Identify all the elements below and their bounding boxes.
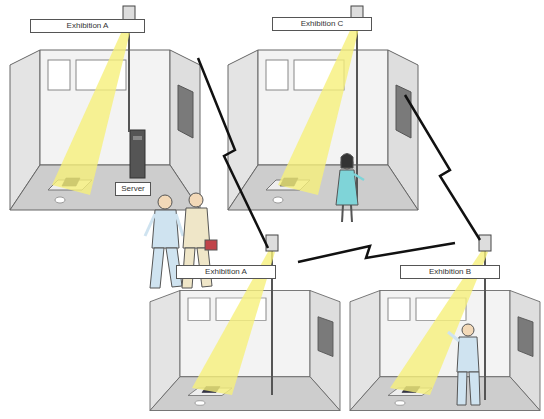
exhibition-sign: Exhibition B	[400, 265, 500, 279]
exhibition-sign: Exhibition A	[30, 19, 145, 33]
server-detail	[133, 136, 142, 140]
projector	[266, 235, 278, 251]
projector	[479, 235, 491, 251]
server-tower	[130, 130, 145, 178]
exhibition-sign: Exhibition C	[272, 17, 372, 31]
visitor	[336, 154, 364, 223]
node-label: Server	[121, 185, 145, 193]
pole	[356, 22, 358, 200]
exhibition-sign: Exhibition A	[176, 265, 276, 279]
visitor	[448, 324, 480, 405]
wireless-link	[405, 95, 480, 240]
node-label: Exhibition C	[301, 20, 344, 28]
light-cone	[52, 22, 132, 195]
wireless-link	[198, 58, 268, 248]
node-label: Exhibition A	[205, 268, 247, 276]
wireless-link	[298, 243, 455, 262]
server-box: Server	[115, 182, 151, 196]
node-label: Exhibition B	[429, 268, 471, 276]
light-cone	[278, 22, 360, 195]
node-label: Exhibition A	[67, 22, 109, 30]
